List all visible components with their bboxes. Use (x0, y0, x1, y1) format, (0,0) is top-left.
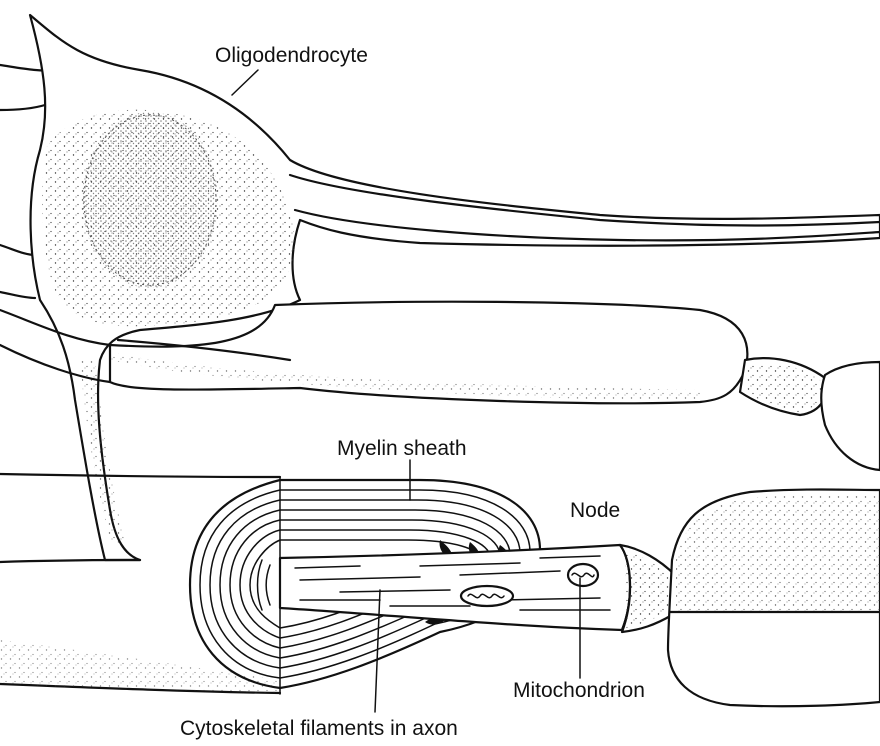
oligodendrocyte-cell (30, 15, 880, 560)
label-cytoskeletal-filaments: Cytoskeletal filaments in axon (180, 717, 458, 740)
label-node: Node (570, 499, 620, 522)
label-myelin-sheath: Myelin sheath (337, 437, 467, 460)
label-oligodendrocyte: Oligodendrocyte (215, 44, 368, 67)
right-myelin-segment (668, 490, 880, 707)
nucleus (82, 112, 218, 288)
upper-axon-2 (0, 245, 35, 298)
label-mitochondrion: Mitochondrion (513, 679, 645, 702)
axon-core (280, 545, 630, 630)
